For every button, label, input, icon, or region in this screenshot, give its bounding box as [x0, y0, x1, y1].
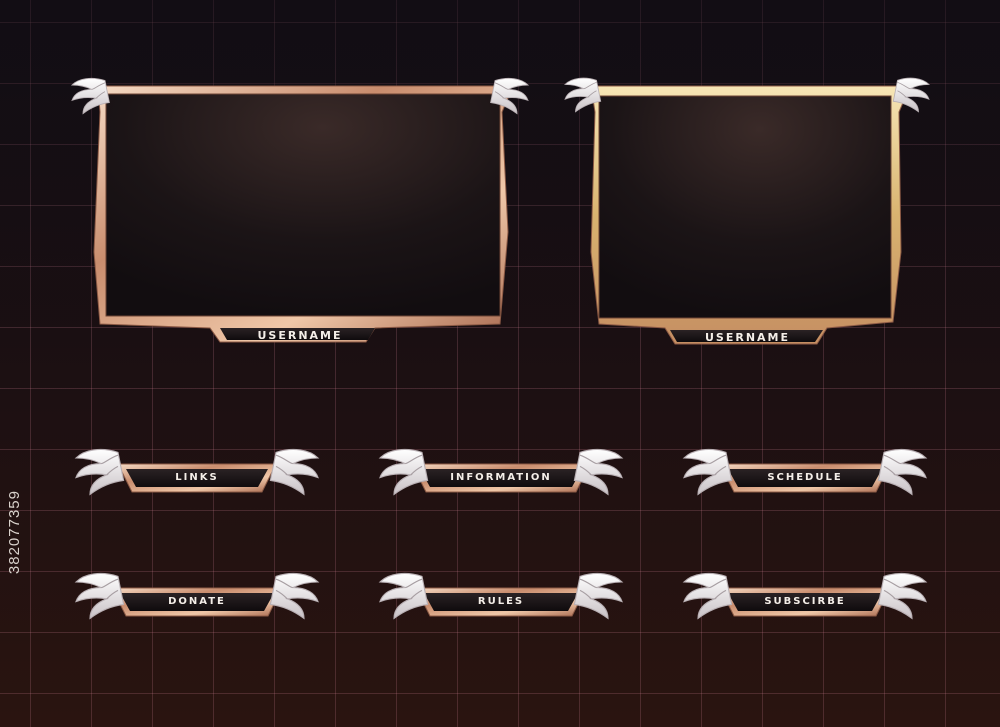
frame-username-label: USERNAME	[704, 331, 791, 344]
webcam-frame-1: USERNAME	[70, 72, 530, 362]
panel-label: INFORMATION	[450, 472, 552, 483]
panel-label: DONATE	[168, 596, 226, 607]
webcam-frame-2: USERNAME	[564, 72, 930, 362]
panel-shape	[75, 572, 319, 619]
panel-shape	[683, 572, 927, 619]
panel-links: LINKS	[72, 440, 322, 520]
panel-label: SUBSCIRBE	[764, 596, 846, 607]
panel-label: RULES	[477, 596, 525, 607]
panel-rules: RULES	[376, 564, 626, 644]
panel-label: LINKS	[175, 472, 219, 483]
panel-shape	[683, 448, 927, 495]
panel-shape	[379, 572, 623, 619]
frame-username-label: USERNAME	[257, 329, 343, 342]
frame-border	[71, 77, 529, 343]
panel-donate: DONATE	[72, 564, 322, 644]
panel-shape	[75, 448, 319, 495]
panel-schedule: SCHEDULE	[680, 440, 930, 520]
frame-border	[564, 77, 930, 345]
panel-information: INFORMATION	[376, 440, 626, 520]
stock-id-watermark: 382077359	[6, 490, 23, 575]
panel-shape	[379, 448, 623, 495]
panel-subscribe: SUBSCIRBE	[680, 564, 930, 644]
panel-label: SCHEDULE	[767, 472, 843, 483]
